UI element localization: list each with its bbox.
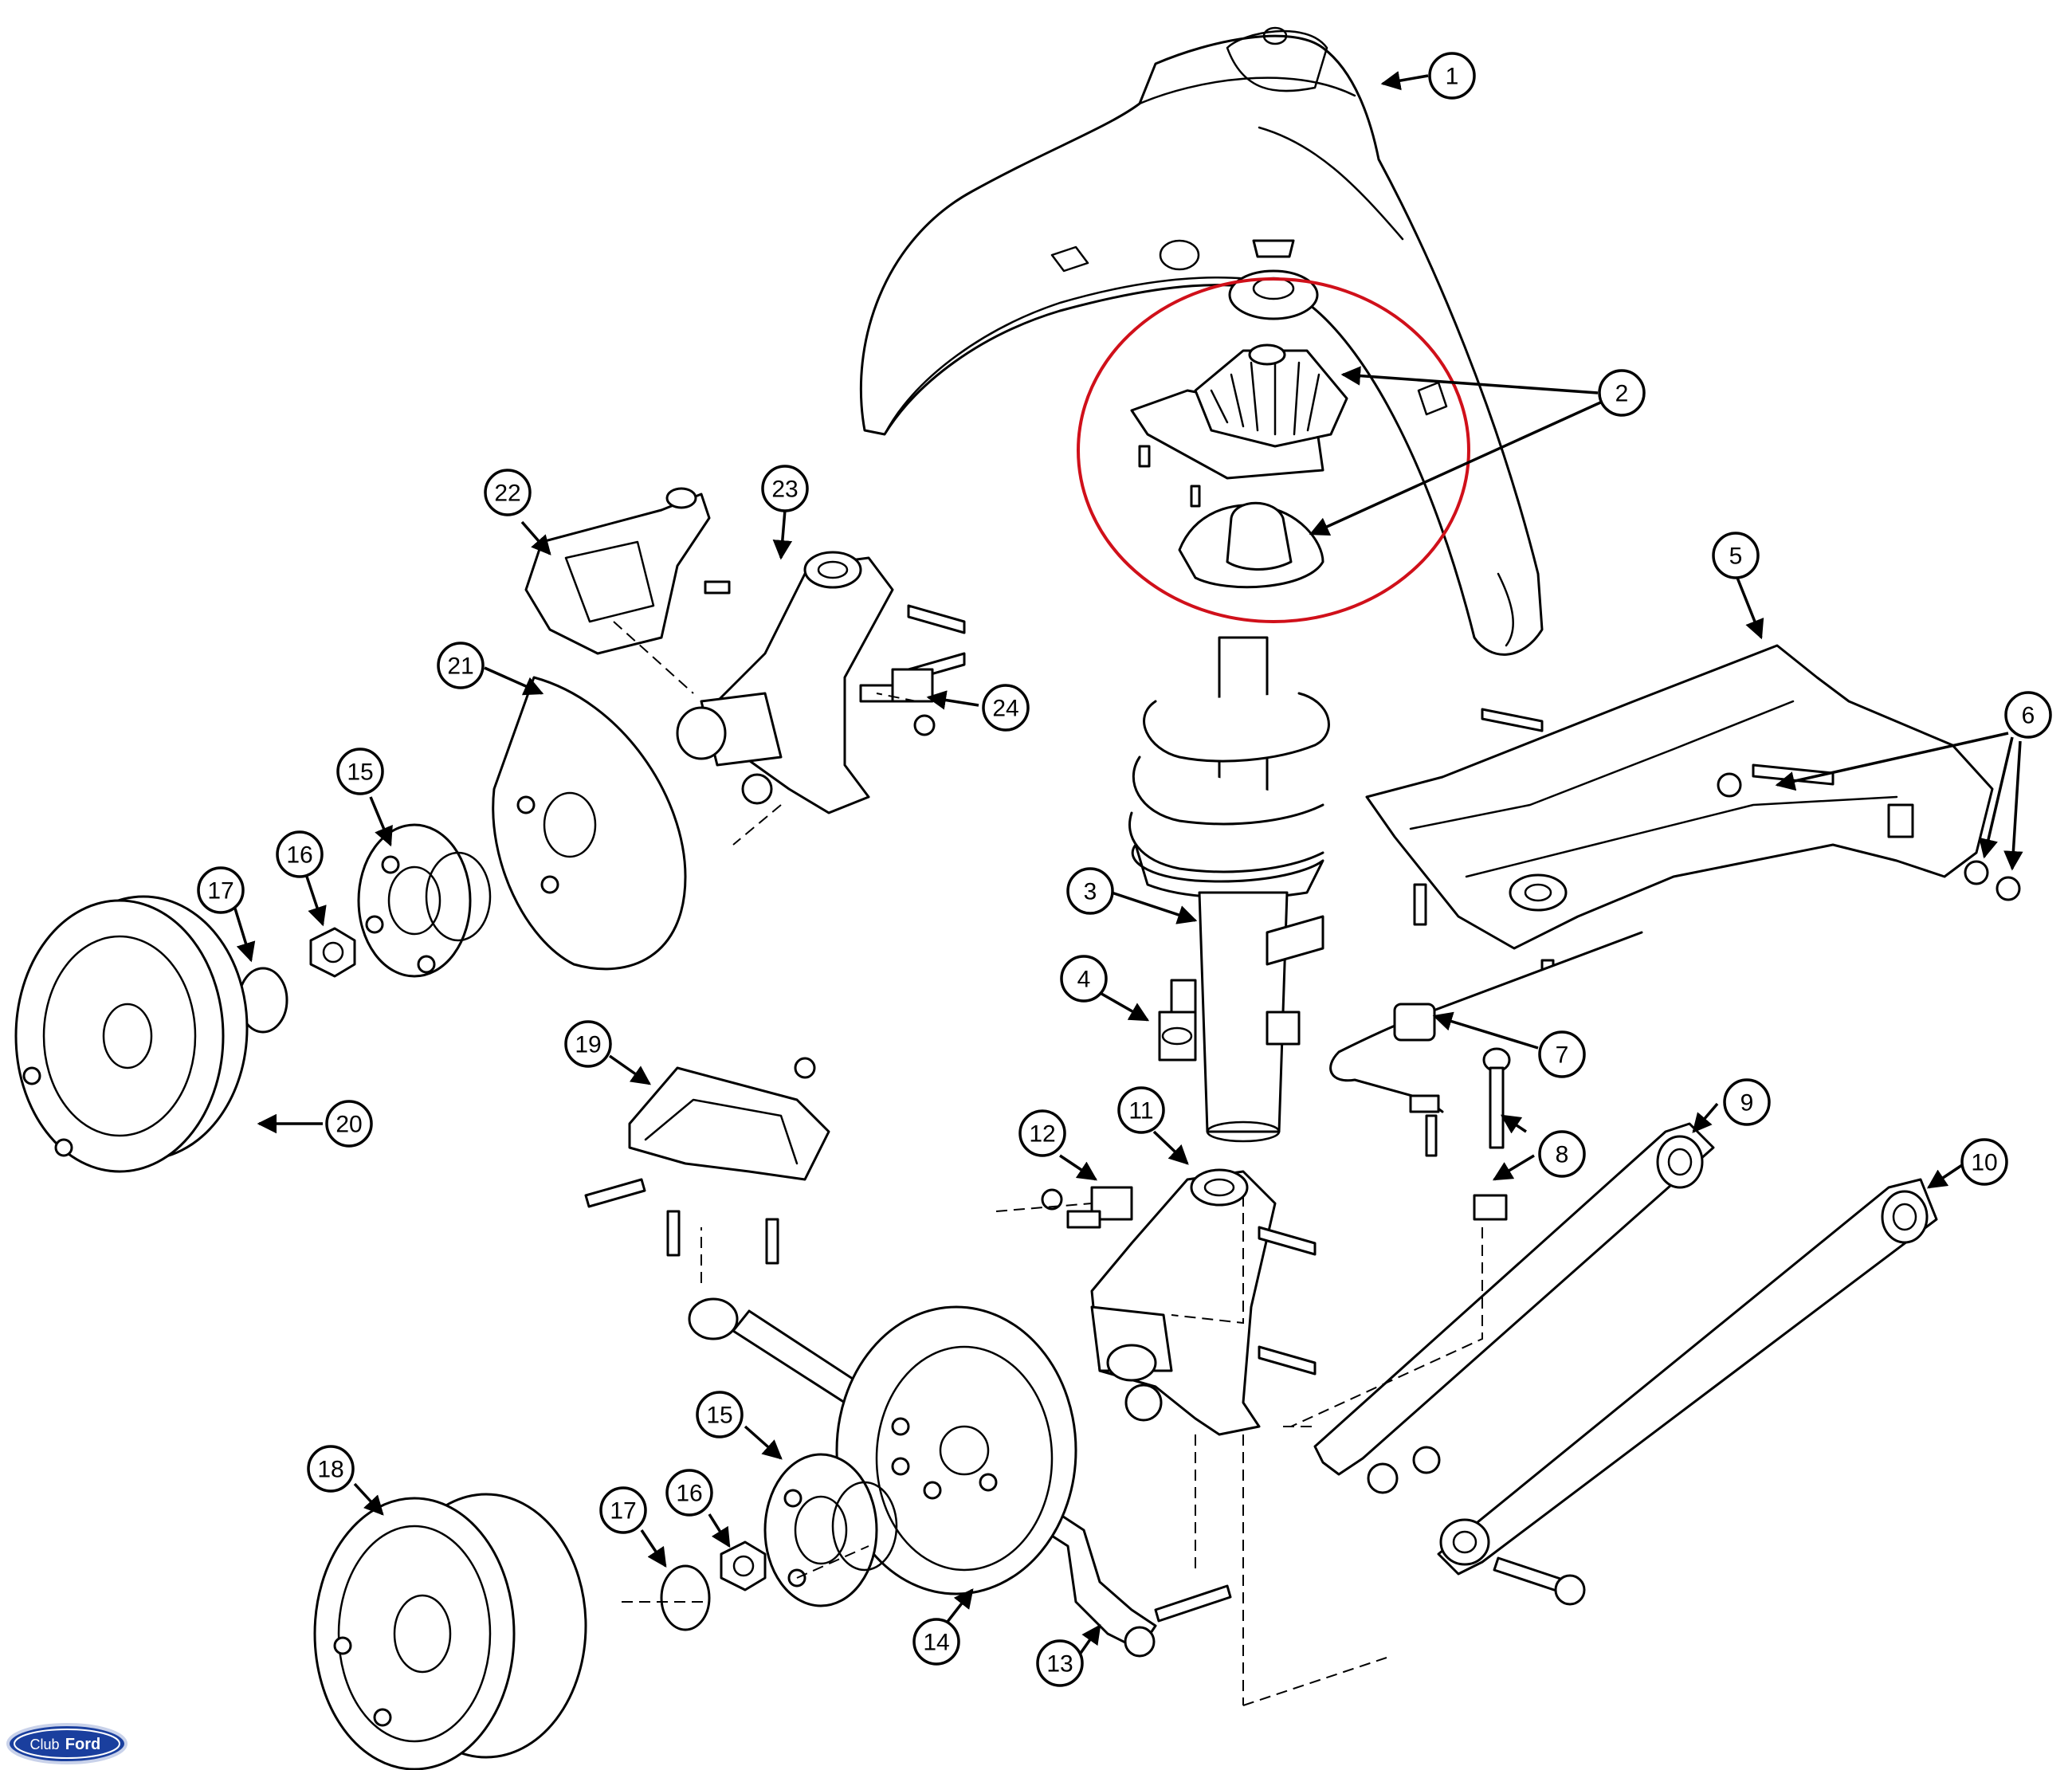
- callout-label: 17: [610, 1498, 636, 1525]
- callout-label: 14: [923, 1630, 949, 1656]
- callout-11: 11: [1117, 1086, 1165, 1134]
- callout-15-front: 15: [336, 748, 384, 795]
- crossmember-part: [1365, 644, 2021, 1002]
- callout-22: 22: [484, 469, 532, 516]
- logo-club-text: Club: [29, 1737, 59, 1752]
- knuckle-rear: [1090, 1168, 1317, 1436]
- strut-mount-assembly: [1077, 239, 1470, 623]
- logo-brand-text: Ford: [65, 1736, 100, 1753]
- callout-label: 9: [1740, 1090, 1754, 1117]
- callout-14: 14: [912, 1618, 960, 1666]
- callout-label: 22: [494, 481, 520, 507]
- callout-label: 10: [1971, 1150, 1997, 1176]
- callout-label: 12: [1029, 1121, 1055, 1148]
- strut-clamp-nut: [1158, 1011, 1197, 1062]
- callout-20: 20: [325, 1100, 373, 1148]
- callout-16-rear: 16: [665, 1469, 713, 1517]
- lower-arm-rear: [1437, 1178, 1938, 1606]
- callout-label: 15: [706, 1403, 732, 1429]
- callout-label: 23: [771, 477, 798, 503]
- stabilizer-bar: [1329, 931, 1643, 1157]
- callout-label: 19: [575, 1032, 601, 1058]
- sensor-bracket: [1041, 1186, 1133, 1229]
- callout-label: 2: [1615, 381, 1629, 407]
- dust-cap-rear: [660, 1564, 711, 1631]
- callout-17-rear: 17: [599, 1486, 647, 1534]
- callout-label: 17: [207, 878, 233, 905]
- callout-3: 3: [1066, 867, 1114, 915]
- callout-label: 24: [992, 696, 1018, 722]
- callout-9: 9: [1723, 1078, 1771, 1126]
- callout-5: 5: [1712, 532, 1760, 579]
- callout-label: 6: [2022, 703, 2035, 729]
- callout-label: 1: [1446, 64, 1459, 90]
- callout-1: 1: [1428, 52, 1476, 100]
- strut-spring-part: [1128, 636, 1330, 1143]
- callout-label: 16: [676, 1481, 702, 1507]
- callout-label: 8: [1556, 1142, 1569, 1168]
- callout-16-front: 16: [276, 830, 324, 878]
- assembly-lines: [613, 621, 1483, 1706]
- callout-24: 24: [982, 684, 1030, 732]
- brake-disc: [14, 895, 249, 1173]
- callout-12: 12: [1018, 1109, 1066, 1157]
- callout-label: 5: [1729, 544, 1743, 570]
- highlight-ring: [1077, 277, 1470, 623]
- callout-label: 21: [447, 653, 473, 680]
- callout-label: 13: [1046, 1651, 1073, 1678]
- callout-label: 16: [286, 842, 312, 869]
- brake-caliper: [524, 487, 731, 655]
- callout-label: 4: [1077, 967, 1091, 993]
- callout-13: 13: [1036, 1639, 1084, 1687]
- callout-label: 20: [336, 1112, 362, 1138]
- mount-bracket: [584, 1057, 830, 1265]
- callout-17-front: 17: [197, 866, 245, 914]
- callout-label: 7: [1556, 1042, 1569, 1069]
- callout-23: 23: [761, 465, 809, 512]
- disc-shield: [492, 676, 687, 971]
- brake-drum: [313, 1493, 587, 1770]
- hub-rear: [763, 1453, 898, 1607]
- hub-front: [357, 823, 492, 978]
- stabilizer-link: [1473, 1047, 1511, 1221]
- callout-label: 3: [1084, 879, 1097, 905]
- callout-19: 19: [564, 1020, 612, 1068]
- callout-10: 10: [1960, 1138, 2008, 1186]
- callout-15-rear: 15: [696, 1391, 744, 1438]
- callout-8: 8: [1538, 1130, 1586, 1178]
- callout-label: 15: [347, 759, 373, 786]
- callout-21: 21: [437, 642, 485, 689]
- callout-label: 11: [1128, 1098, 1153, 1124]
- callout-18: 18: [307, 1445, 355, 1493]
- callout-2: 2: [1598, 369, 1646, 417]
- callout-7: 7: [1538, 1030, 1586, 1078]
- callout-4: 4: [1060, 955, 1108, 1003]
- hub-nut-rear: [720, 1540, 767, 1591]
- callout-6: 6: [2004, 691, 2052, 739]
- leader-lines: [233, 71, 2023, 1659]
- lower-arm-front: [1313, 1122, 1715, 1494]
- callout-label: 18: [317, 1457, 343, 1483]
- knuckle-front: [676, 551, 966, 814]
- abs-sensor: [859, 668, 936, 736]
- clubford-logo: Club Ford: [6, 1723, 128, 1764]
- hub-nut-front: [309, 927, 356, 978]
